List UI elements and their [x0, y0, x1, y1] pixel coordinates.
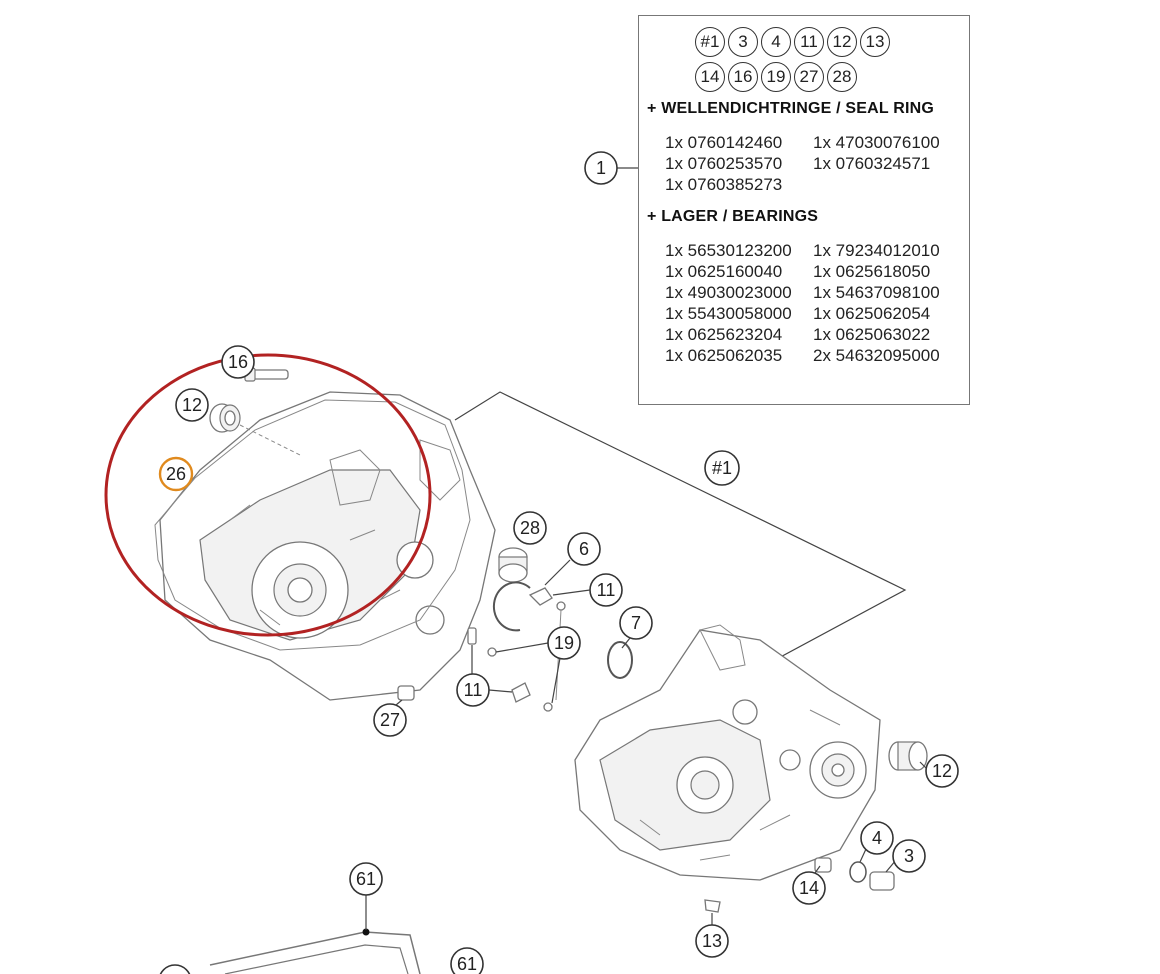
callout-3: 3 — [892, 839, 926, 873]
ref-chip: 19 — [761, 62, 791, 92]
ref-chip: #1 — [695, 27, 725, 57]
callout-12-right: 12 — [925, 754, 959, 788]
bolt-14 — [814, 857, 832, 873]
part-number: 1x 0760324571 — [813, 154, 931, 173]
reference-row-2: 14 16 19 27 28 — [695, 62, 857, 92]
part-number: 1x 0625063022 — [813, 325, 931, 344]
dowel-pin-11-lower — [467, 627, 531, 703]
seal-ring-12-top — [209, 403, 241, 433]
plug-3 — [869, 871, 895, 891]
ref-chip: 11 — [794, 27, 824, 57]
bearing-27 — [397, 685, 415, 701]
svg-text:28: 28 — [520, 518, 540, 538]
svg-text:#1: #1 — [712, 458, 732, 478]
svg-text:12: 12 — [932, 761, 952, 781]
gasket-61 — [209, 928, 421, 974]
part-number: 2x 54632095000 — [813, 346, 940, 365]
svg-text:7: 7 — [631, 613, 641, 633]
callout-set-1: #1 — [704, 450, 740, 486]
right-crankcase-half — [574, 624, 881, 881]
callout-61-top: 61 — [349, 862, 383, 896]
svg-text:19: 19 — [554, 633, 574, 653]
ref-chip: 3 — [728, 27, 758, 57]
part-number: 1x 0625062054 — [813, 304, 931, 323]
svg-text:12: 12 — [182, 395, 202, 415]
seal-ring-part-list: 1x 0760142460 1x 47030076100 1x 07602535… — [665, 132, 963, 195]
seal-ring-12-right — [888, 741, 928, 771]
part-number: 1x 0625623204 — [665, 325, 783, 344]
svg-text:14: 14 — [799, 878, 819, 898]
callout-26: 26 — [158, 456, 194, 492]
callout-61-bottom: 61 — [450, 947, 484, 974]
svg-text:3: 3 — [904, 846, 914, 866]
callout-14: 14 — [792, 871, 826, 905]
svg-text:6: 6 — [579, 539, 589, 559]
bearings-part-list: 1x 56530123200 1x 79234012010 1x 0625160… — [665, 240, 963, 366]
svg-text:27: 27 — [380, 710, 400, 730]
part-number: 1x 54637098100 — [813, 283, 940, 302]
svg-text:1: 1 — [596, 158, 606, 178]
bearings-heading: + LAGER / BEARINGS — [647, 208, 819, 225]
ref-chip: 13 — [860, 27, 890, 57]
svg-text:4: 4 — [872, 828, 882, 848]
highlight-ellipse — [104, 353, 432, 637]
callout-60-partial: 60 — [159, 964, 191, 974]
callout-28: 28 — [513, 511, 547, 545]
part-number: 1x 0760142460 — [665, 133, 783, 152]
callout-13: 13 — [695, 924, 729, 958]
callout-11-lower: 11 — [456, 673, 490, 707]
callout-7: 7 — [619, 606, 653, 640]
svg-text:60: 60 — [165, 971, 185, 974]
part-number: 1x 0760385273 — [665, 175, 783, 194]
part-number: 1x 79234012010 — [813, 241, 940, 260]
callout-27: 27 — [373, 703, 407, 737]
reference-row-1: #1 3 4 11 12 13 — [695, 27, 890, 57]
svg-text:11: 11 — [464, 680, 483, 700]
dowel-pin-11-upper — [528, 587, 553, 606]
ref-chip: 28 — [827, 62, 857, 92]
screw-19-a — [487, 647, 497, 657]
part-number: 1x 56530123200 — [665, 241, 792, 260]
ref-chip: 16 — [728, 62, 758, 92]
callout-12-top: 12 — [175, 388, 209, 422]
callout-11-upper: 11 — [589, 573, 623, 607]
callout-4: 4 — [860, 821, 894, 855]
circlip-6 — [492, 581, 531, 632]
left-crankcase-half — [154, 391, 496, 701]
part-number: 1x 0760253570 — [665, 154, 783, 173]
callout-1: 1 — [584, 151, 618, 185]
svg-text:61: 61 — [457, 954, 477, 974]
part-number: 1x 47030076100 — [813, 133, 940, 152]
seal-ring-heading: + WELLENDICHTRINGE / SEAL RING — [647, 100, 935, 117]
washer-4 — [849, 861, 867, 883]
callout-16: 16 — [221, 345, 255, 379]
svg-text:11: 11 — [597, 580, 616, 600]
svg-text:16: 16 — [228, 352, 248, 372]
parts-legend-box: #1 3 4 11 12 13 14 16 19 27 28 + WELLEND… — [638, 15, 970, 405]
circlip-7 — [607, 641, 633, 679]
ref-chip: 4 — [761, 27, 791, 57]
ref-chip: 14 — [695, 62, 725, 92]
part-number: 1x 0625062035 — [665, 346, 783, 365]
svg-text:13: 13 — [702, 931, 722, 951]
plug-13 — [704, 899, 721, 913]
part-number: 1x 49030023000 — [665, 283, 792, 302]
ref-chip: 12 — [827, 27, 857, 57]
ref-chip: 27 — [794, 62, 824, 92]
set-bracket-line — [454, 391, 907, 669]
svg-text:61: 61 — [356, 869, 376, 889]
callout-6: 6 — [567, 532, 601, 566]
part-number: 1x 55430058000 — [665, 304, 792, 323]
part-number: 1x 0625160040 — [665, 262, 783, 281]
callout-19: 19 — [547, 626, 581, 660]
bearing-28 — [498, 547, 528, 583]
part-number: 1x 0625618050 — [813, 262, 931, 281]
svg-text:26: 26 — [166, 464, 186, 484]
